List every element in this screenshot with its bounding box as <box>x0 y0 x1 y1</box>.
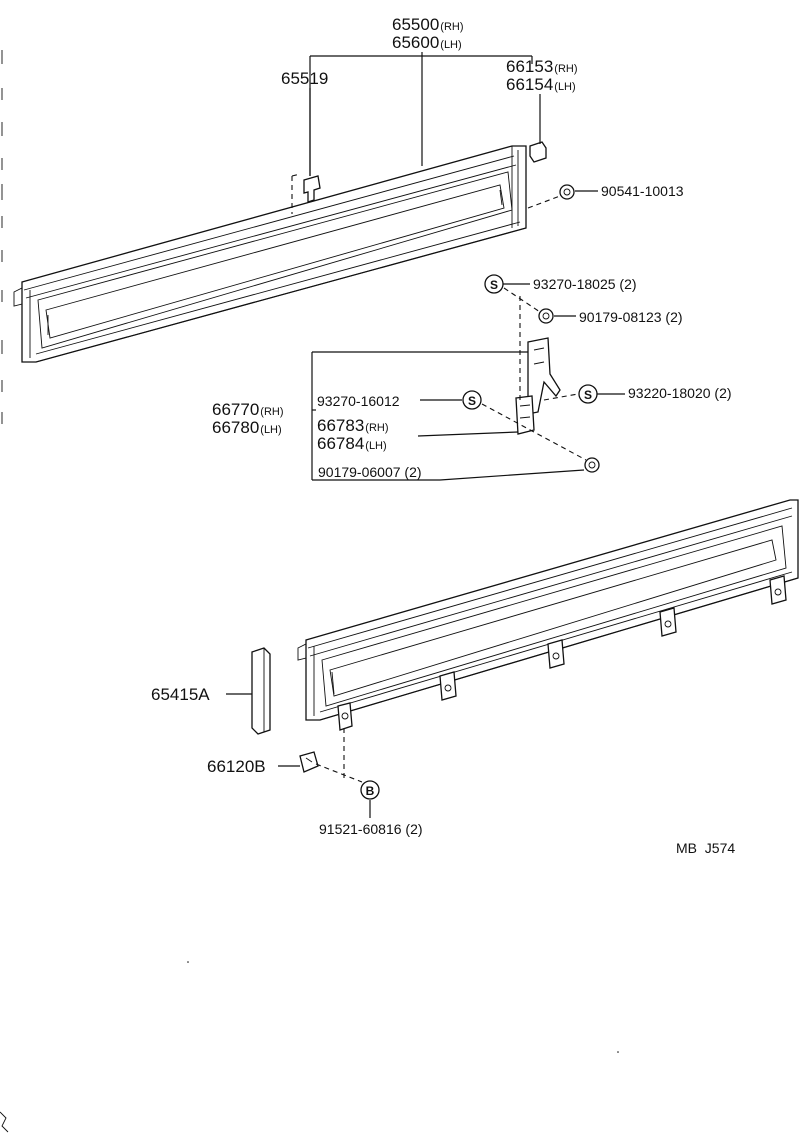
label-90541: 90541-10013 <box>601 183 684 199</box>
label-66770: 66770 <box>212 400 259 419</box>
hook-1 <box>337 702 353 731</box>
b-mark-91521: B <box>360 780 380 800</box>
callout-label: S <box>490 278 498 292</box>
clip-65519 <box>291 173 321 214</box>
callout-label: B <box>366 784 375 798</box>
label-65600: 65600 <box>392 33 439 52</box>
label-66784: 66784 <box>317 434 364 453</box>
side-marker: (RH) <box>440 21 463 33</box>
label-90179-08123: 90179-08123 (2) <box>579 309 683 325</box>
upper-side-panel <box>13 145 527 363</box>
label-66780: 66780 <box>212 418 259 437</box>
label-66120B: 66120B <box>207 757 266 776</box>
nut-90179-08123 <box>538 308 554 324</box>
label-65519: 65519 <box>281 69 328 88</box>
side-marker: (LH) <box>365 440 386 452</box>
callout-label: 66780(LH) <box>212 418 282 437</box>
s-mark-93270-18025: S <box>484 274 504 294</box>
label-91521: 91521-60816 (2) <box>319 821 423 837</box>
callout-label: 66153(RH) <box>506 57 578 76</box>
lower-side-panel <box>297 499 799 721</box>
s-mark-93220: S <box>578 384 598 404</box>
s-mark-93270-16012: S <box>462 390 482 410</box>
hook-2 <box>439 671 457 701</box>
label-93270-16012: 93270-16012 <box>317 393 400 409</box>
hinge-bracket <box>515 337 561 435</box>
block-66120B <box>299 751 319 773</box>
label-93220: 93220-18020 (2) <box>628 385 732 401</box>
side-marker: (RH) <box>260 406 283 418</box>
side-marker: (LH) <box>260 424 281 436</box>
hook-4 <box>659 607 677 637</box>
callout-label: S <box>584 388 592 402</box>
side-marker: (RH) <box>365 422 388 434</box>
hook-5 <box>769 575 787 605</box>
label-65415A: 65415A <box>151 685 210 704</box>
callout-label: 66783(RH) <box>317 416 389 435</box>
callout-label: 65500(RH) <box>392 15 464 34</box>
label-66154: 66154 <box>506 75 553 94</box>
label-65500: 65500 <box>392 15 439 34</box>
diagram-code: MB J574 <box>676 840 735 856</box>
label-66783: 66783 <box>317 416 364 435</box>
callout-label: 66154(LH) <box>506 75 576 94</box>
side-marker: (LH) <box>554 81 575 93</box>
side-marker: (LH) <box>440 39 461 51</box>
label-93270-18025: 93270-18025 (2) <box>533 276 637 292</box>
label-66153: 66153 <box>506 57 553 76</box>
side-marker: (RH) <box>554 63 577 75</box>
callout-label: 65600(LH) <box>392 33 462 52</box>
end-cap-66153 <box>529 141 547 163</box>
callout-label: S <box>468 394 476 408</box>
callout-label: 66784(LH) <box>317 434 387 453</box>
nut-90179-06007 <box>584 457 600 473</box>
post-65415A <box>251 647 271 735</box>
nut-90541 <box>559 184 575 200</box>
label-90179-06007: 90179-06007 (2) <box>318 464 422 480</box>
callout-label: 66770(RH) <box>212 400 284 419</box>
hook-3 <box>547 639 565 669</box>
